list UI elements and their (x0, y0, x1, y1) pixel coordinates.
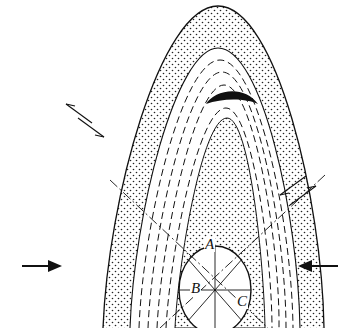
shear-arrows (66, 104, 316, 205)
axis-label: C (236, 294, 248, 309)
axis-label: B (190, 281, 201, 296)
ellipse-spokes (170, 240, 260, 328)
shear-plane (110, 175, 325, 328)
axis-label: A (204, 237, 215, 252)
saddle-reef (206, 91, 258, 104)
compression-arrow (22, 260, 338, 272)
